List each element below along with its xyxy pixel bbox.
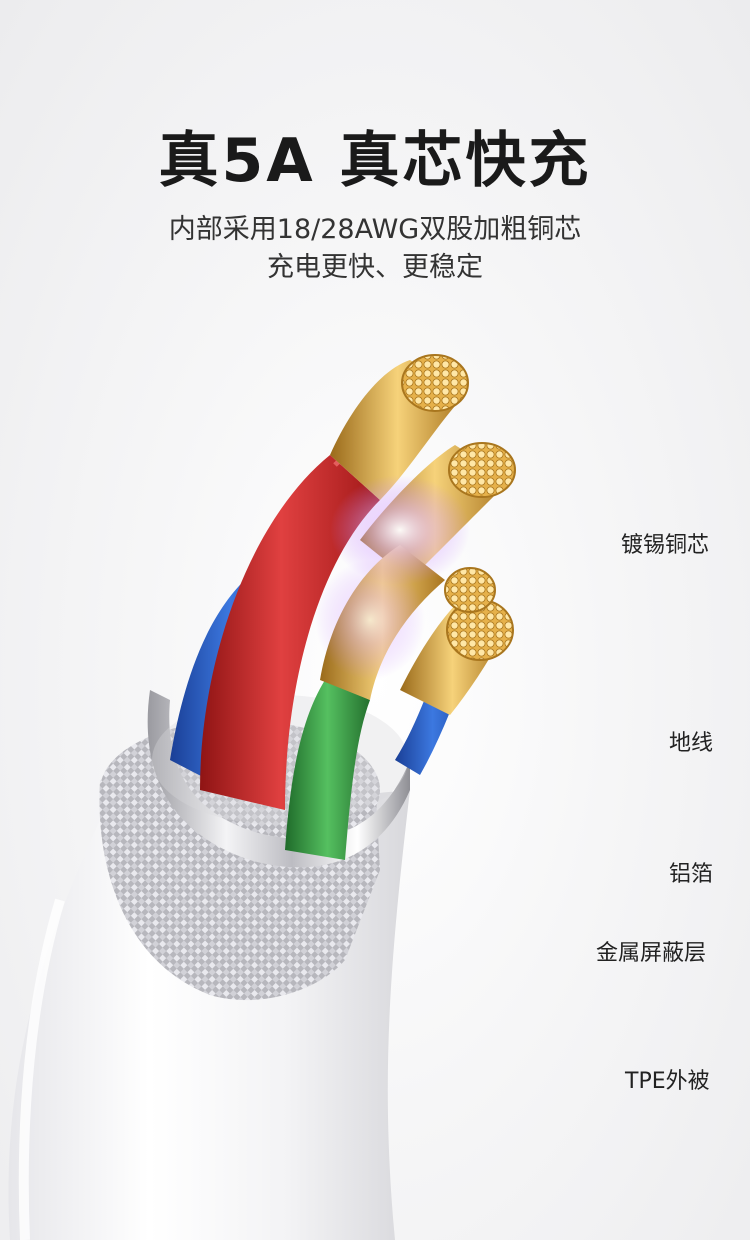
label-tpe-jacket: TPE外被 [625, 1069, 710, 1094]
label-tinned-copper: 镀锡铜芯 [621, 533, 710, 558]
wire-green [285, 680, 370, 860]
label-ground-wire: 地线 [669, 731, 714, 756]
page-title: 真5A 真芯快充 [158, 126, 592, 196]
subtitle-line-2: 充电更快、更稳定 [267, 252, 483, 283]
label-aluminum-foil: 铝箔 [669, 862, 714, 887]
aluminum-foil [147, 690, 410, 868]
label-metal-shield: 金属屏蔽层 [596, 941, 707, 966]
subtitle-line-1: 内部采用18/28AWG双股加粗铜芯 [168, 214, 582, 245]
